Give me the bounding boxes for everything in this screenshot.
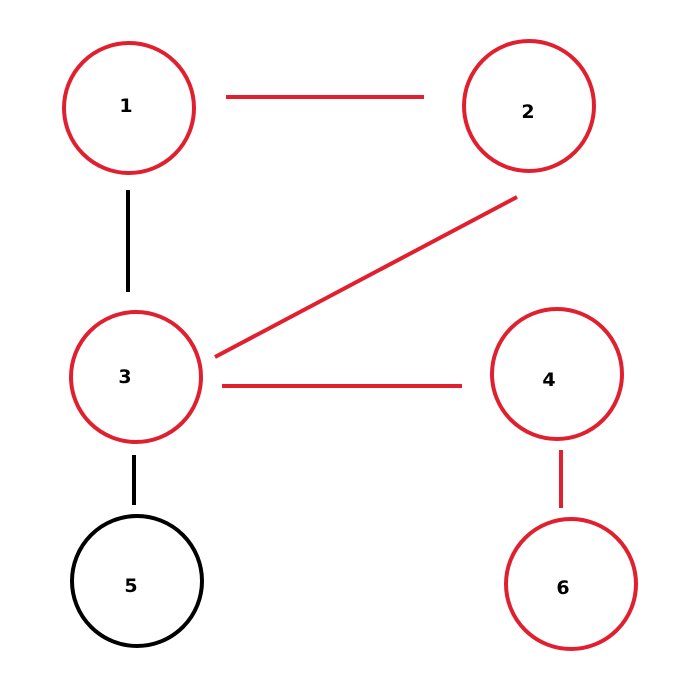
nodes: 1 2 3 4 5 6 <box>62 39 638 651</box>
node-4: 4 <box>490 307 624 441</box>
edge-2-3 <box>214 195 518 359</box>
node-6-label: 6 <box>556 577 569 599</box>
node-2-label: 2 <box>521 101 534 123</box>
node-5-circle <box>70 514 204 648</box>
node-1-label: 1 <box>119 95 132 117</box>
node-2-circle <box>462 39 596 173</box>
node-3-circle <box>69 310 203 444</box>
node-2: 2 <box>462 39 596 173</box>
node-4-label: 4 <box>542 369 555 391</box>
edges <box>126 95 563 508</box>
node-3-label: 3 <box>118 366 131 388</box>
node-6: 6 <box>504 517 638 651</box>
node-5: 5 <box>70 514 204 648</box>
node-1: 1 <box>62 41 196 175</box>
node-4-circle <box>490 307 624 441</box>
node-3: 3 <box>69 310 203 444</box>
node-1-circle <box>62 41 196 175</box>
node-6-circle <box>504 517 638 651</box>
node-5-label: 5 <box>124 575 137 597</box>
